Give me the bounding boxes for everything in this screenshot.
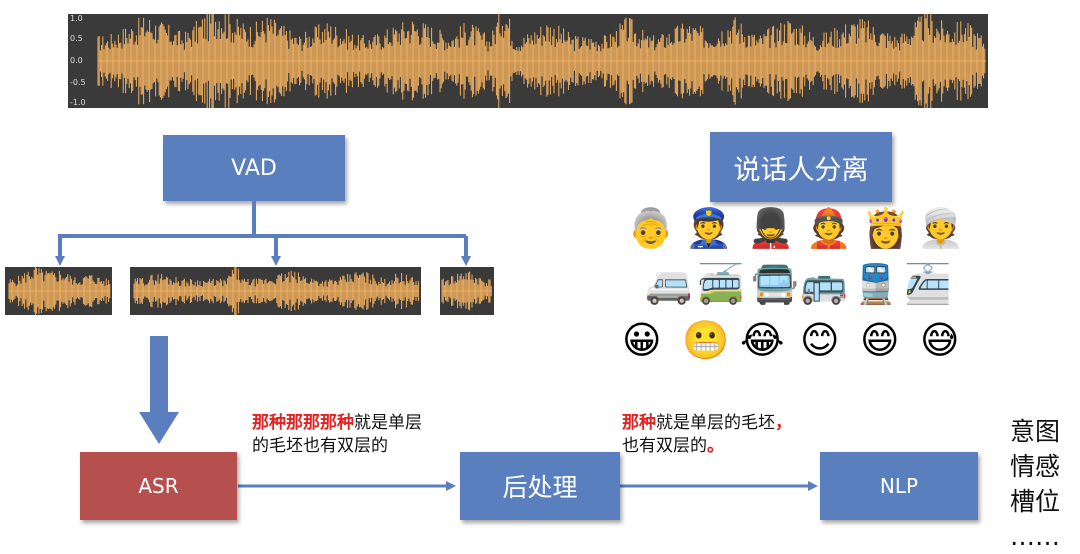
post-output-line-1: 那种就是单层的毛坯， (622, 412, 792, 435)
emoji-vehicle: 🚐 (645, 262, 693, 306)
post-output-text-2: 也有双层的 (622, 436, 707, 456)
segment-signal (8, 267, 111, 315)
emoji-face: 😊 (800, 318, 840, 362)
waveform-path (8, 267, 111, 315)
emoji-vehicle: 🚆 (852, 262, 900, 306)
axis-tick: -1.0 (70, 98, 86, 107)
post-output-comma: ， (775, 413, 792, 433)
segment-signal (133, 267, 419, 315)
segment-signal (441, 271, 492, 311)
speaker-separation-label: 说话人分离 (733, 154, 869, 186)
asr-label: ASR (138, 474, 179, 498)
waveform-path (441, 271, 492, 311)
emoji-person: 💂 (747, 206, 795, 250)
waveform-path (97, 14, 986, 108)
nlp-tag-intent: 意图 (1010, 417, 1061, 446)
asr-output-highlight: 那种那那那种 (252, 413, 354, 433)
waveform-signal (97, 14, 986, 108)
post-output-highlight: 那种 (622, 413, 656, 433)
post-processing-box: 后处理 (460, 452, 620, 520)
axis-tick: 0.5 (70, 34, 83, 43)
big-arrow-shaft (150, 336, 168, 414)
nlp-tags: 意图 情感 槽位 …… (1010, 414, 1060, 554)
post-output-period: 。 (707, 436, 724, 456)
segment-waveform-3 (440, 267, 494, 315)
axis-tick: -0.5 (70, 78, 86, 87)
vad-label: VAD (231, 155, 277, 181)
asr-box: ASR (80, 452, 237, 520)
emoji-person: 👵 (627, 206, 675, 250)
asr-output-line-1: 那种那那那种就是单层 (252, 412, 422, 435)
emoji-vehicle: 🚍 (751, 262, 799, 306)
emoji-face: 😄 (860, 318, 900, 362)
asr-output-line-2: 的毛坯也有双层的 (252, 436, 388, 456)
axis-tick: 0.0 (70, 56, 83, 65)
segment-waveform-1 (5, 267, 112, 315)
emoji-vehicle: 🚎 (697, 262, 745, 306)
asr-output-text-1: 就是单层 (354, 413, 422, 433)
emoji-vehicle: 🚈 (904, 262, 952, 306)
nlp-tag-slot: 槽位 (1010, 487, 1061, 516)
emoji-person: 👮 (685, 206, 733, 250)
emoji-person: 👸 (862, 206, 910, 250)
waveform-axis: 1.0 0.5 0.0 -0.5 -1.0 (70, 14, 94, 108)
emoji-person: 👲 (805, 206, 853, 250)
big-arrow-head (139, 412, 179, 444)
emoji-face: 😀 (622, 318, 662, 362)
waveform-path (133, 267, 419, 315)
vad-box: VAD (163, 135, 345, 201)
emoji-face: 😬 (682, 318, 730, 362)
nlp-box: NLP (820, 452, 978, 520)
asr-output-text: 那种那那那种就是单层 的毛坯也有双层的 (252, 412, 422, 458)
post-output-text-1: 就是单层的毛坯 (656, 413, 775, 433)
post-output-line-2: 也有双层的。 (622, 435, 792, 458)
emoji-vehicle: 🚌 (800, 262, 848, 306)
nlp-tag-more: …… (1010, 522, 1060, 551)
nlp-tag-sentiment: 情感 (1010, 452, 1061, 481)
emoji-face: 😂 (740, 318, 785, 362)
emoji-person: 👳 (917, 206, 965, 250)
post-output-text: 那种就是单层的毛坯， 也有双层的。 (622, 412, 792, 458)
top-waveform: 1.0 0.5 0.0 -0.5 -1.0 (68, 14, 988, 108)
nlp-label: NLP (879, 474, 919, 498)
segment-waveform-2 (130, 267, 421, 315)
emoji-face: 😅 (920, 318, 960, 362)
post-processing-label: 后处理 (502, 473, 578, 502)
axis-tick: 1.0 (70, 14, 83, 23)
speaker-separation-box: 说话人分离 (710, 132, 892, 202)
